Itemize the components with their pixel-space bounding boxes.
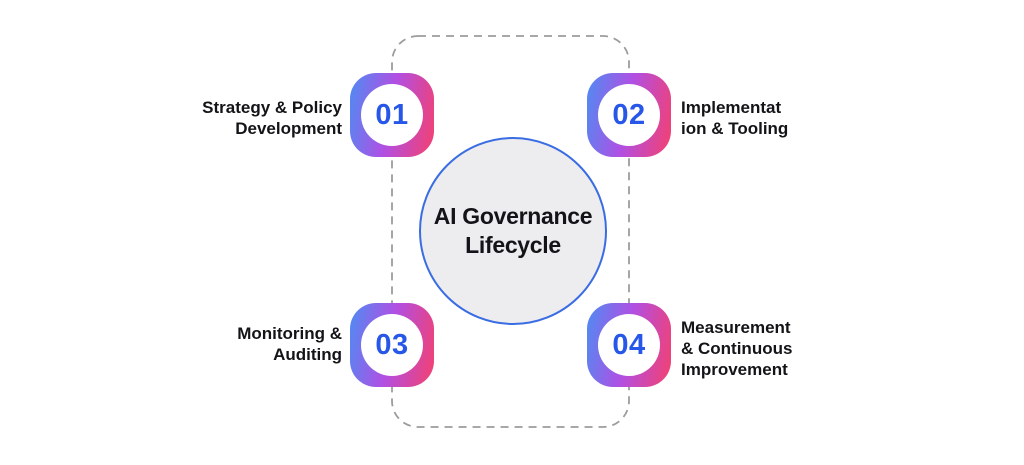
center-circle: AI Governance Lifecycle (419, 137, 607, 325)
step-number-03: 03 (375, 328, 409, 361)
step-badge-03: 03 (350, 303, 434, 387)
step-label-monitoring-auditing: Monitoring & Auditing (237, 324, 342, 364)
step-number-01: 01 (375, 98, 409, 131)
step-badge-03-inner-circle: 03 (361, 314, 423, 376)
step-number-04: 04 (612, 328, 646, 361)
step-label-measurement-continuous-improvement: Measurement & Continuous Improvement (681, 318, 793, 379)
diagram-title: AI Governance Lifecycle (433, 203, 593, 258)
step-label-strategy-policy-development: Strategy & Policy Development (202, 98, 342, 138)
step-badge-01: 01 (350, 73, 434, 157)
step-badge-04-inner-circle: 04 (598, 314, 660, 376)
step-badge-04: 04 (587, 303, 671, 387)
step-number-02: 02 (612, 98, 646, 131)
step-badge-02: 02 (587, 73, 671, 157)
dashed-loop-border (391, 35, 630, 428)
step-label-implementation-tooling: Implementat ion & Tooling (681, 98, 789, 138)
step-badge-02-inner-circle: 02 (598, 84, 660, 146)
step-badge-01-inner-circle: 01 (361, 84, 423, 146)
